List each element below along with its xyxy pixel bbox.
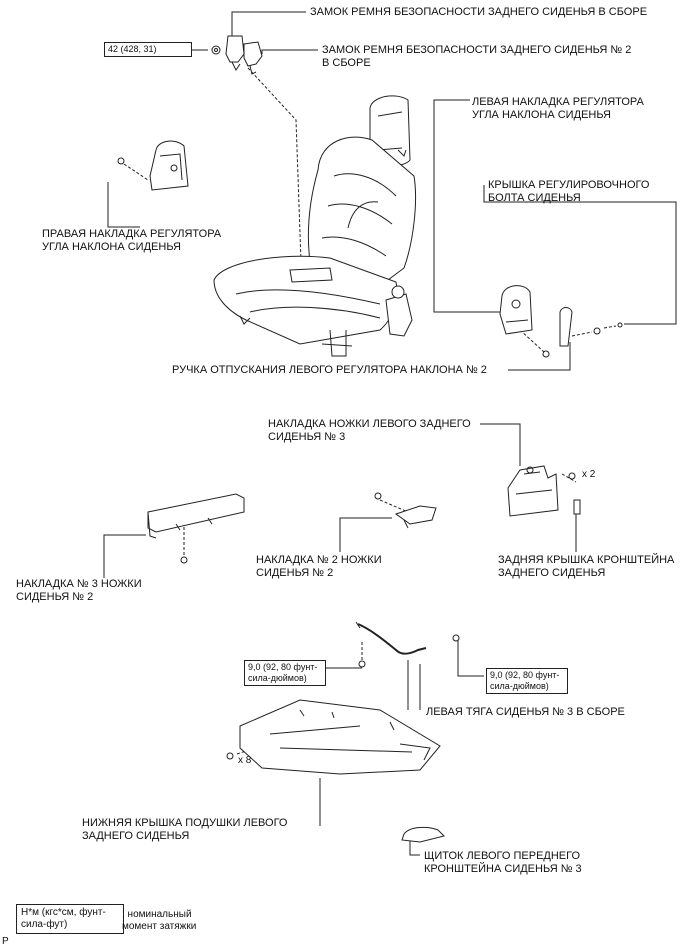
rear-buckle-part <box>211 35 263 75</box>
label-leg-cover-no2: НАКЛАДКА № 2 НОЖКИ СИДЕНЬЯ № 2 <box>256 554 382 579</box>
torque-box-buckle: 42 (428, 31) <box>104 42 192 57</box>
label-front-bracket-shield: ЩИТОК ЛЕВОГО ПЕРЕДНЕГО КРОНШТЕЙНА СИДЕНЬ… <box>424 850 582 875</box>
torque-box-rod-left: 9,0 (92, 80 фунт- сила-дюймов) <box>244 660 326 686</box>
leg-cover-no2-part <box>374 492 437 529</box>
release-handle-part <box>559 307 573 347</box>
label-release-handle: РУЧКА ОТПУСКАНИЯ ЛЕВОГО РЕГУЛЯТОРА НАКЛО… <box>172 364 487 376</box>
label-right-recliner-cover: ПРАВАЯ НАКЛАДКА РЕГУЛЯТОРА УГЛА НАКЛОНА … <box>42 228 222 253</box>
label-bracket-cover: ЗАДНЯЯ КРЫШКА КРОНШТЕЙНА ЗАДНЕГО СИДЕНЬЯ <box>498 554 675 579</box>
label-left-rod: ЛЕВАЯ ТЯГА СИДЕНЬЯ № 3 В СБОРЕ <box>426 706 625 718</box>
label-lower-cushion-cover: НИЖНЯЯ КРЫШКА ПОДУШКИ ЛЕВОГО ЗАДНЕГО СИД… <box>82 817 288 842</box>
front-bracket-shield-part <box>401 826 445 843</box>
quantity-leg-screws: x 2 <box>582 469 596 480</box>
rear-seat-assembly <box>213 95 416 357</box>
left-recliner-cover-part <box>499 285 533 335</box>
right-recliner-cover-part <box>117 140 189 191</box>
lower-cushion-cover-part <box>226 699 441 775</box>
label-leg-cover-no3: НАКЛАДКА № 3 НОЖКИ СИДЕНЬЯ № 2 <box>16 578 142 603</box>
seat-rod-part <box>355 621 460 668</box>
torque-box-rod-right: 9,0 (92, 80 фунт- сила-дюймов) <box>486 668 568 694</box>
corner-mark: P <box>2 936 9 947</box>
label-left-recliner-cover: ЛЕВАЯ НАКЛАДКА РЕГУЛЯТОРА УГЛА НАКЛОНА С… <box>472 96 644 121</box>
leg-cover-no3-part <box>147 493 245 564</box>
label-rear-buckle-2: ЗАМОК РЕМНЯ БЕЗОПАСНОСТИ ЗАДНЕГО СИДЕНЬЯ… <box>322 44 632 69</box>
leg-cover-3-part <box>507 465 581 517</box>
label-leg-cover-3: НАКЛАДКА НОЖКИ ЛЕВОГО ЗАДНЕГО СИДЕНЬЯ № … <box>268 418 471 443</box>
leader-lines <box>103 11 677 856</box>
label-rear-buckle: ЗАМОК РЕМНЯ БЕЗОПАСНОСТИ ЗАДНЕГО СИДЕНЬЯ… <box>310 6 648 18</box>
legend-torque-box: Н*м (кгс*см, фунт- сила-фут) <box>16 904 124 934</box>
quantity-cover-screws: x 8 <box>238 755 252 766</box>
label-adjust-bolt-cap: КРЫШКА РЕГУЛИРОВОЧНОГО БОЛТА СИДЕНЬЯ <box>488 179 650 204</box>
fasteners-left <box>542 322 623 358</box>
legend-torque-text: : номинальный момент затяжки <box>122 909 197 932</box>
